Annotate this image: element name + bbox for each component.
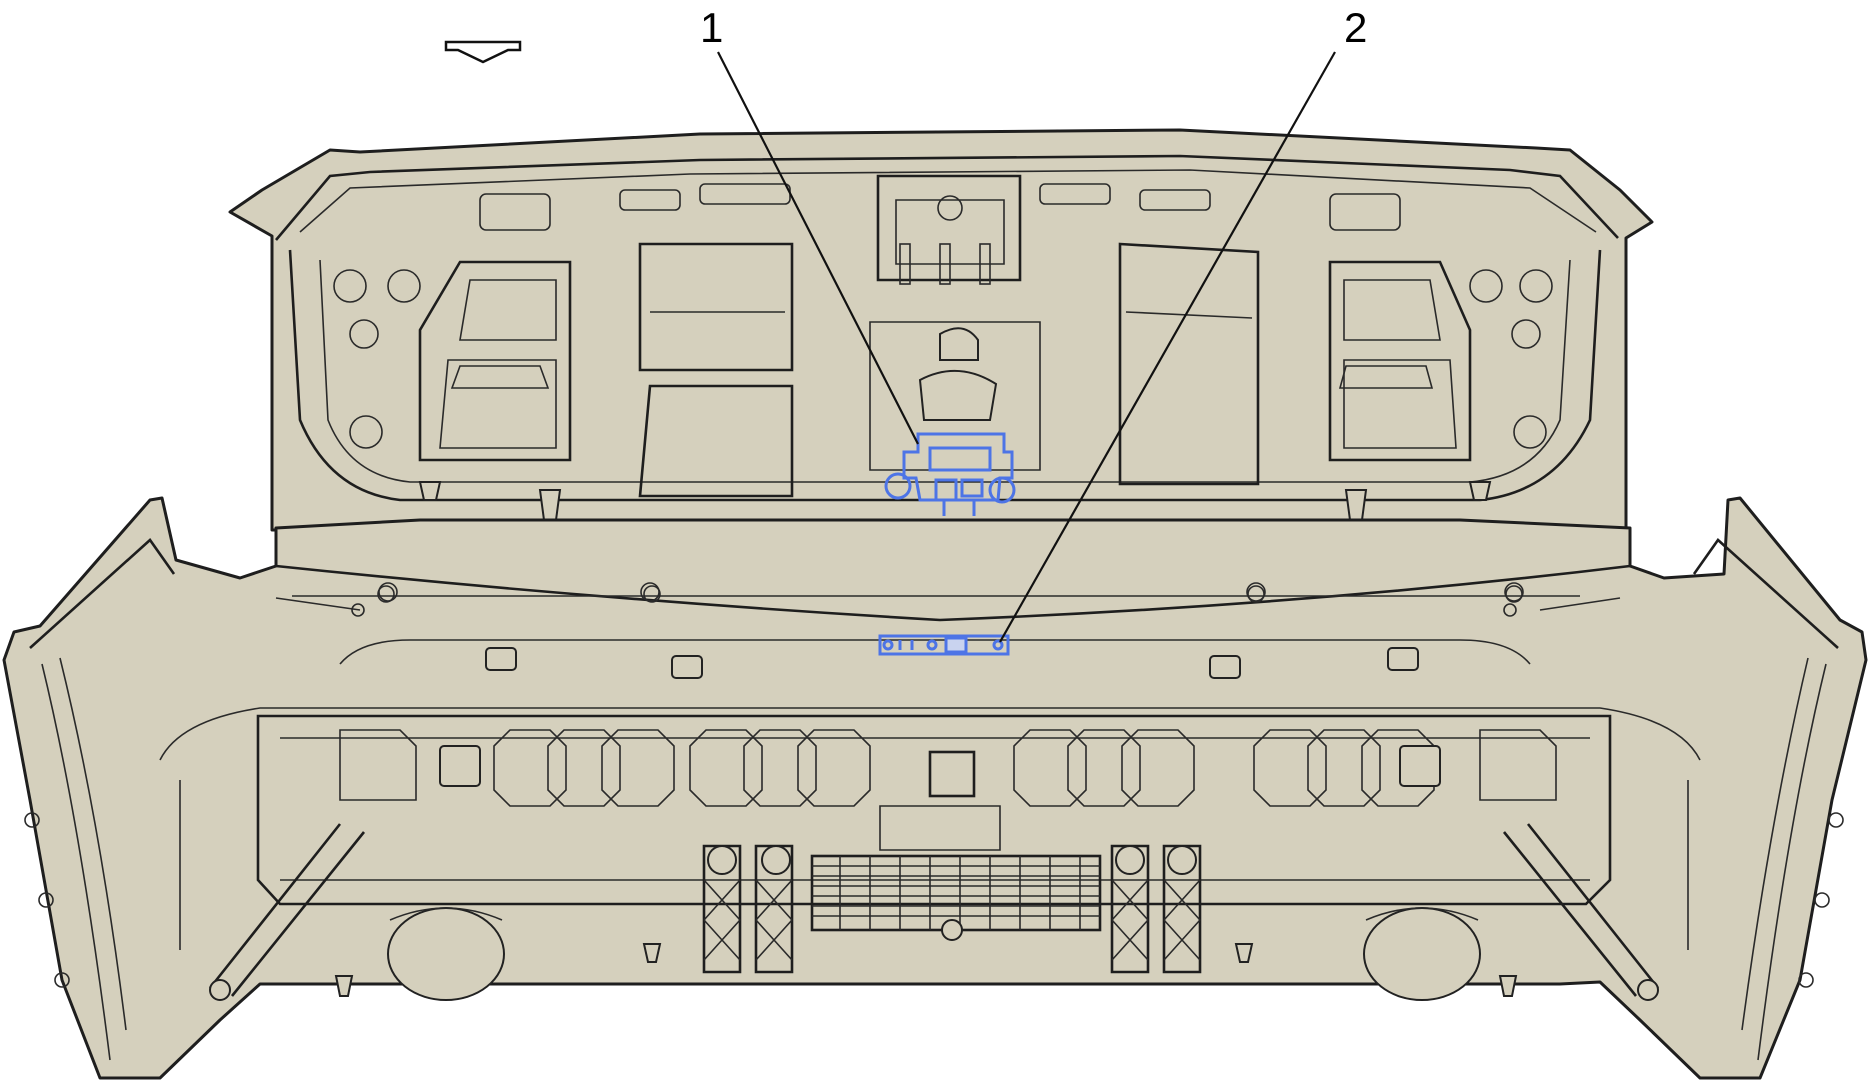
callout-1: 1	[700, 4, 723, 51]
trunk-latch-highlight	[884, 432, 1016, 516]
leader-line-2	[999, 51, 1336, 643]
bumper-fascia	[2, 496, 1868, 1080]
leader-line-1	[717, 51, 919, 445]
release-switch-highlight	[878, 634, 1010, 656]
rear-panel	[228, 128, 1654, 601]
down-arrow-icon	[444, 40, 522, 64]
impact-bar-ribs	[339, 729, 1557, 807]
callout-2: 2	[1344, 4, 1367, 51]
